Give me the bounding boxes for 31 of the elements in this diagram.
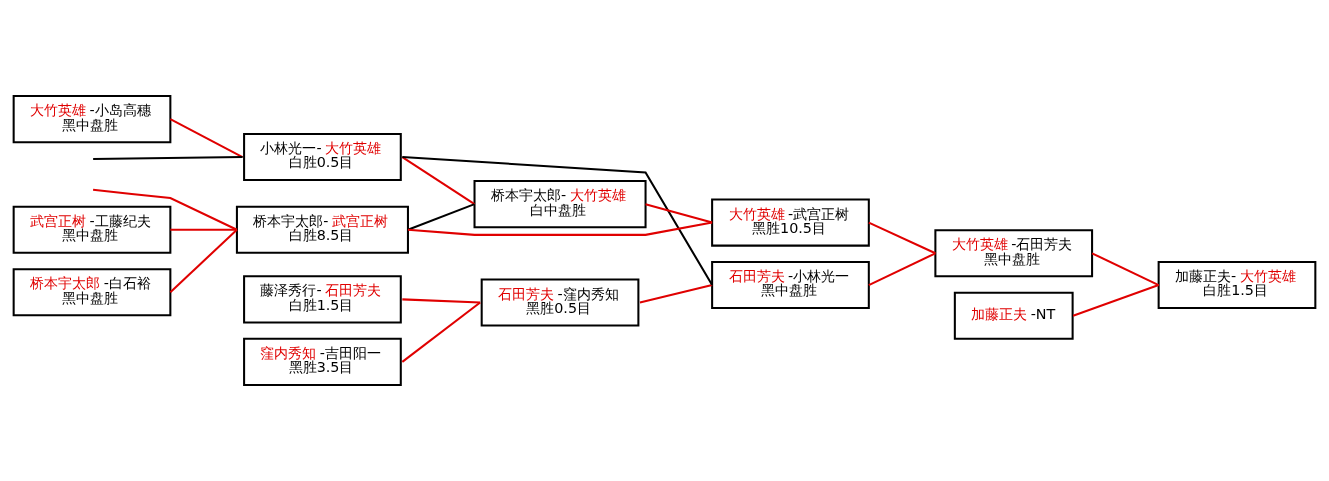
node-box: 大竹英雄-武宫正树 黑胜10.5目 [711,198,870,247]
connector [1072,284,1159,317]
connector [639,284,713,304]
node-box: 小林光一-大竹英雄 白胜0.5目 [243,132,402,182]
node-box: 桥本宇太郎-白石裕 黑中盘胜 [12,268,172,317]
connector [401,156,476,205]
connector [169,229,238,293]
connector [645,203,713,224]
connector [169,118,244,158]
node-box: 加藤正夫-NT [953,291,1074,340]
connector [407,203,475,231]
node-box: 石田芳夫-小林光一 黑中盘胜 [711,261,870,310]
connector [93,156,243,161]
node-box: 大竹英雄-小岛高穗 黑中盘胜 [12,95,172,144]
connector [402,156,713,286]
connector [170,228,237,231]
node-box: 武宫正树-工藤纪夫 黑中盘胜 [12,205,172,254]
connector [92,188,238,231]
node-box: 大竹英雄-石田芳夫 黑中盘胜 [934,229,1094,278]
connector [402,298,481,304]
node-box: 石田芳夫-窪内秀知 黑胜0.5目 [480,278,640,327]
connector [868,221,936,255]
node-box: 桥本宇太郎-武宫正树 白胜8.5目 [235,205,409,254]
node-box: 桥本宇太郎-大竹英雄 白中盘胜 [473,180,647,229]
node-box: 加藤正夫-大竹英雄 白胜1.5目 [1157,261,1317,310]
connector [1091,252,1160,286]
connector [407,221,713,236]
connector [868,252,936,286]
node-box: 藤泽秀行-石田芳夫 白胜1.5目 [243,275,402,324]
node-box: 窪内秀知-吉田阳一 黑胜3.5目 [243,337,402,386]
connector [401,301,481,363]
